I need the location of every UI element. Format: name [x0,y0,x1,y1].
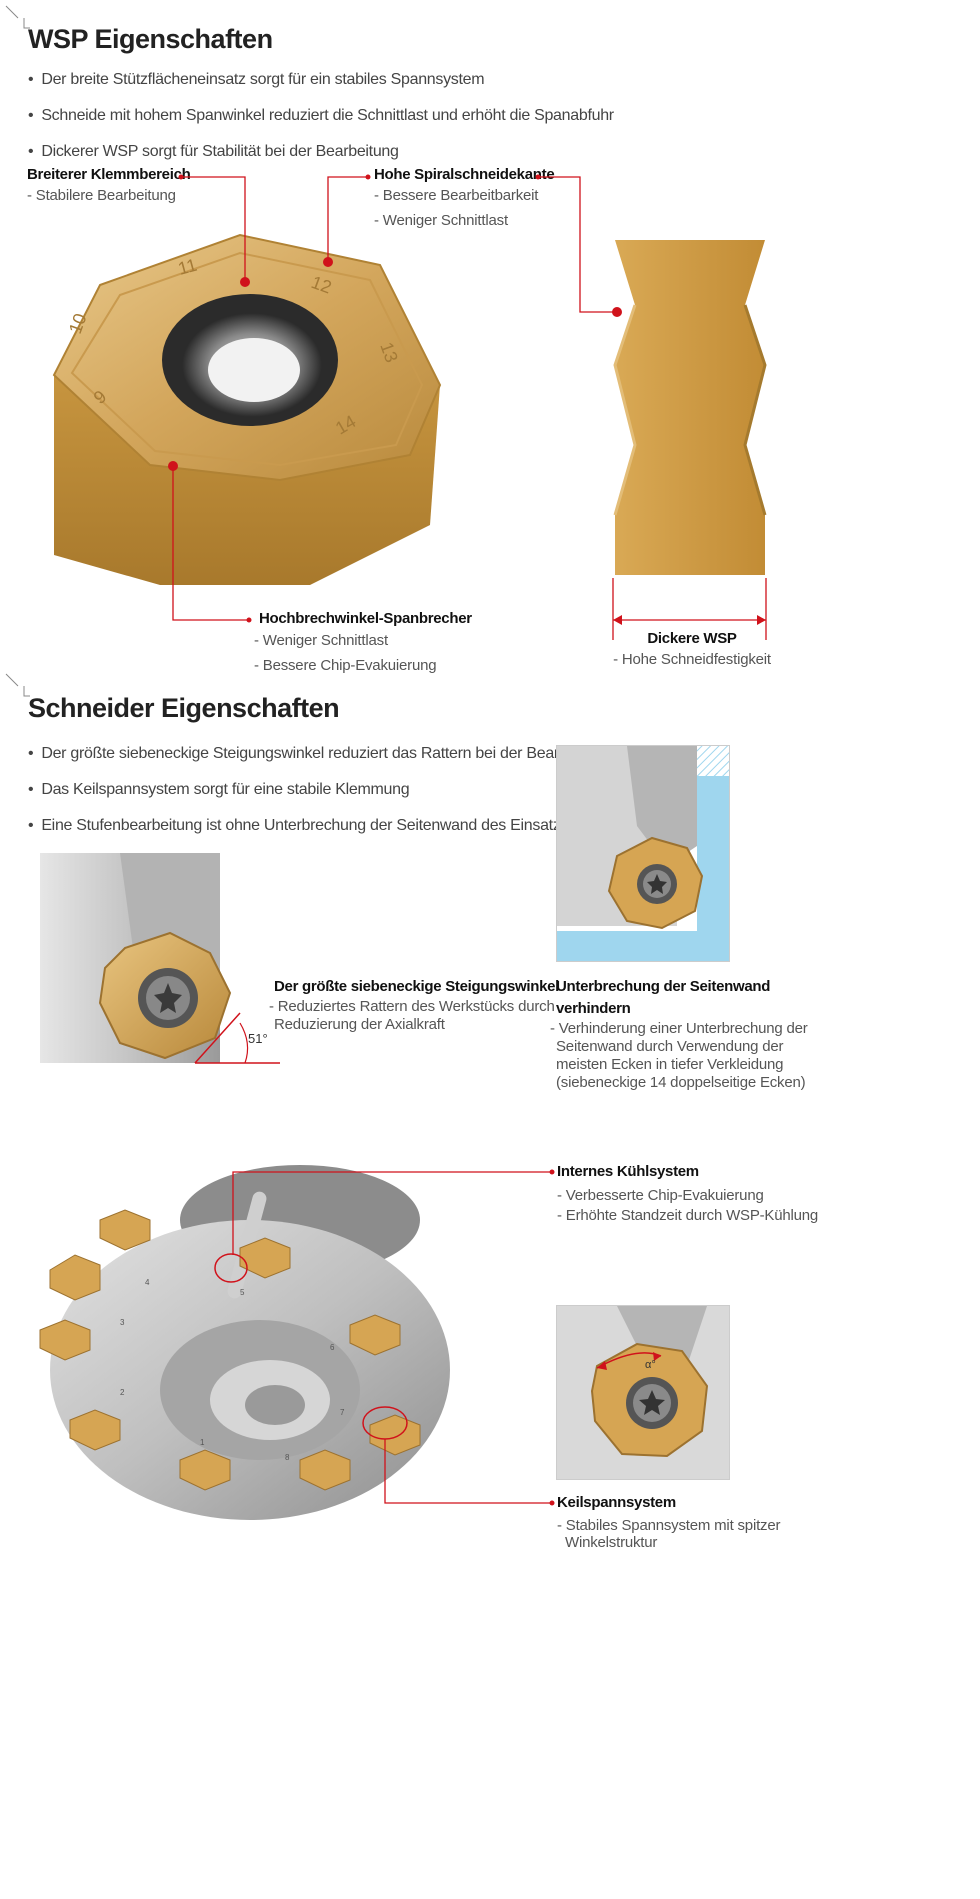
caption-angle-line: - Reduziertes Rattern des Werkstücks dur… [269,998,555,1015]
section2-bullets: Der größte siebeneckige Steigungswinkel … [28,736,634,844]
cutter-mark: 1 [200,1438,205,1447]
callout-breaker-line: - Weniger Schnittlast [254,632,388,649]
caption-cooling-title: Internes Kühlsystem [557,1163,699,1180]
callout-breaker-title: Hochbrechwinkel-Spanbrecher [259,610,472,627]
cutter-mark: 6 [330,1343,335,1352]
section1-leader-lines [168,174,767,640]
caption-cooling: Internes Kühlsystem - Verbesserte Chip-E… [557,1163,818,1226]
section2-title: Schneider Eigenschaften [28,693,340,723]
caption-angle-line: Reduzierung der Axialkraft [274,1016,445,1033]
callout-breaker: Hochbrechwinkel-Spanbrecher [259,610,472,627]
callout-spiral-title: Hohe Spiralschneidekante [374,166,555,183]
section2-bullet: Das Keilspannsystem sorgt für eine stabi… [28,772,634,808]
cutter-mark: 7 [340,1408,345,1417]
callout-thick-line: - Hohe Schneidfestigkeit [613,651,771,668]
angle-label: 51° [248,1031,268,1046]
caption-angle: Der größte siebeneckige Steigungswinkel … [269,976,560,1034]
callout-spiral-line: - Weniger Schnittlast [374,212,508,229]
insert-top-view-image: 11 12 13 14 10 9 [52,233,442,585]
caption-wedge: Keilspannsystem - Stabiles Spannsystem m… [557,1494,780,1551]
wedge-clamp-image: α° [556,1305,730,1480]
section2-bullet: Eine Stufenbearbeitung ist ohne Unterbre… [28,808,634,844]
caption-wedge-title: Keilspannsystem [557,1494,676,1511]
callout-clamp: Breiterer Klemmbereich - Stabilere Bearb… [27,166,191,208]
caption-cooling-line: - Verbesserte Chip-Evakuierung [557,1187,764,1204]
section1-bullet: Dickerer WSP sorgt für Stabilität bei de… [28,134,614,170]
sidewall-image [556,745,730,962]
callout-clamp-title: Breiterer Klemmbereich [27,166,191,183]
milling-cutter-image: 3 4 5 6 7 8 1 2 [39,1165,450,1520]
callout-thick-title: Dickere WSP [647,630,737,647]
callout-breaker-lines: - Weniger Schnittlast - Bessere Chip-Eva… [254,628,437,678]
lead-angle-image: 51° [40,853,280,1064]
caption-wedge-line: - Stabiles Spannsystem mit spitzer [557,1517,781,1534]
cutter-mark: 8 [285,1453,290,1462]
caption-sidewall-line: meisten Ecken in tiefer Verkleidung [556,1056,784,1073]
section1-bullet: Schneide mit hohem Spanwinkel reduziert … [28,98,614,134]
cutter-mark: 5 [240,1288,245,1297]
corner-mark-icon [5,673,30,697]
caption-angle-title: Der größte siebeneckige Steigungswinkel [274,978,560,995]
callout-breaker-line: - Bessere Chip-Evakuierung [254,657,437,674]
alpha-label: α° [645,1359,656,1371]
section1-title: WSP Eigenschaften [28,24,273,54]
insert-side-view-image [613,240,767,575]
caption-wedge-line: Winkelstruktur [565,1534,658,1551]
caption-sidewall-line: - Verhinderung einer Unterbrechung der [550,1020,808,1037]
insert-mark: 11 [176,255,199,279]
callout-clamp-line: - Stabilere Bearbeitung [27,187,176,204]
callout-spiral-line: - Bessere Bearbeitbarkeit [374,187,539,204]
caption-sidewall: Unterbrechung der Seitenwand verhindern … [550,976,808,1092]
caption-sidewall-title: Unterbrechung der Seitenwand [556,978,771,995]
caption-sidewall-line: Seitenwand durch Verwendung der [556,1038,784,1055]
callout-spiral: Hohe Spiralschneidekante - Bessere Bearb… [374,166,555,233]
section1-bullets: Der breite Stützflächeneinsatz sorgt für… [28,62,614,170]
cutter-mark: 2 [120,1388,125,1397]
cutter-mark: 4 [145,1278,150,1287]
section1-bullet: Der breite Stützflächeneinsatz sorgt für… [28,62,614,98]
corner-mark-icon [5,5,30,29]
cutter-mark: 3 [120,1318,125,1327]
section2-leader-lines [214,1169,555,1506]
section2-bullet: Der größte siebeneckige Steigungswinkel … [28,736,634,772]
caption-sidewall-title: verhindern [556,1000,631,1017]
caption-cooling-line: - Erhöhte Standzeit durch WSP-Kühlung [557,1207,819,1224]
callout-thick: Dickere WSP - Hohe Schneidfestigkeit [612,630,772,672]
caption-sidewall-line: (siebeneckige 14 doppelseitige Ecken) [556,1074,806,1091]
